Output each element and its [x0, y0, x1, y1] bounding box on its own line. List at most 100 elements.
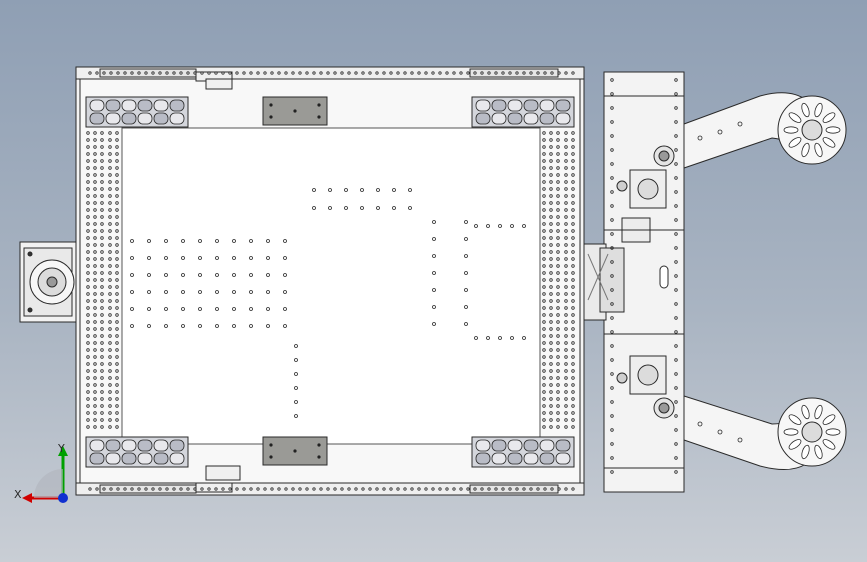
mounting-hole: [571, 404, 575, 408]
mounting-hole: [86, 320, 90, 324]
mounting-hole: [88, 487, 92, 491]
mounting-hole: [515, 71, 519, 75]
mounting-hole: [344, 206, 348, 210]
plate-bolt: [293, 449, 297, 453]
mounting-hole: [382, 487, 386, 491]
roller: [169, 112, 185, 125]
mounting-hole: [108, 278, 112, 282]
mounting-hole: [266, 239, 270, 243]
mounting-hole: [86, 285, 90, 289]
mounting-hole: [498, 224, 502, 228]
roller: [491, 112, 507, 125]
mounting-hole: [93, 264, 97, 268]
roller: [121, 452, 137, 465]
mounting-hole: [115, 138, 119, 142]
roller: [153, 439, 169, 452]
mounting-hole: [266, 290, 270, 294]
mounting-hole: [115, 152, 119, 156]
mounting-hole: [550, 71, 554, 75]
roller: [491, 452, 507, 465]
mounting-hole: [242, 487, 246, 491]
mounting-hole: [249, 290, 253, 294]
mounting-hole: [130, 239, 134, 243]
mounting-hole: [557, 487, 561, 491]
mounting-hole: [109, 487, 113, 491]
mounting-hole: [100, 236, 104, 240]
mounting-hole: [556, 138, 560, 142]
roller: [507, 112, 523, 125]
mounting-hole: [93, 187, 97, 191]
mounting-hole: [88, 71, 92, 75]
roller: [491, 439, 507, 452]
mounting-hole: [529, 71, 533, 75]
mounting-hole: [86, 306, 90, 310]
mounting-hole: [556, 215, 560, 219]
mounting-hole: [86, 173, 90, 177]
mounting-hole: [571, 131, 575, 135]
mounting-hole: [549, 138, 553, 142]
mounting-hole: [549, 285, 553, 289]
mounting-hole: [86, 166, 90, 170]
mounting-hole: [115, 418, 119, 422]
mounting-hole: [610, 120, 614, 124]
mounting-hole: [542, 320, 546, 324]
mounting-hole: [549, 348, 553, 352]
mounting-hole: [108, 425, 112, 429]
mounting-hole: [86, 271, 90, 275]
mounting-hole: [674, 232, 678, 236]
mounting-hole: [93, 362, 97, 366]
plate-bolt: [269, 115, 273, 119]
mounting-hole: [674, 302, 678, 306]
mounting-hole: [556, 194, 560, 198]
triad-plane: [34, 469, 63, 498]
mounting-hole: [108, 362, 112, 366]
mounting-hole: [556, 187, 560, 191]
mounting-hole: [130, 307, 134, 311]
mounting-hole: [100, 215, 104, 219]
roller: [523, 439, 539, 452]
mounting-hole: [610, 232, 614, 236]
mounting-hole: [147, 239, 151, 243]
roller: [523, 112, 539, 125]
mounting-hole: [93, 180, 97, 184]
mounting-hole: [151, 487, 155, 491]
mounting-hole: [93, 145, 97, 149]
mounting-hole: [542, 138, 546, 142]
mounting-hole: [193, 487, 197, 491]
mounting-hole: [501, 487, 505, 491]
mounting-hole: [147, 256, 151, 260]
mounting-hole: [564, 257, 568, 261]
mounting-hole: [674, 442, 678, 446]
mounting-hole: [164, 273, 168, 277]
mounting-hole: [549, 306, 553, 310]
mounting-hole: [86, 390, 90, 394]
mounting-hole: [564, 418, 568, 422]
mounting-hole: [102, 487, 106, 491]
wheel-spoke: [783, 428, 799, 436]
plate-bolt: [269, 103, 273, 107]
mounting-hole: [93, 327, 97, 331]
mounting-hole: [432, 254, 436, 258]
mounting-hole: [564, 355, 568, 359]
mounting-hole: [108, 222, 112, 226]
mounting-hole: [93, 320, 97, 324]
mounting-hole: [214, 71, 218, 75]
mounting-hole: [464, 305, 468, 309]
mounting-hole: [100, 341, 104, 345]
mounting-hole: [564, 215, 568, 219]
mounting-hole: [283, 324, 287, 328]
mounting-hole: [100, 271, 104, 275]
mounting-hole: [564, 487, 568, 491]
mounting-hole: [571, 320, 575, 324]
mounting-hole: [549, 334, 553, 338]
mounting-hole: [93, 278, 97, 282]
mounting-hole: [564, 390, 568, 394]
mounting-hole: [542, 264, 546, 268]
mounting-hole: [181, 307, 185, 311]
mounting-hole: [417, 71, 421, 75]
mounting-hole: [542, 229, 546, 233]
mounting-hole: [165, 71, 169, 75]
mounting-hole: [376, 188, 380, 192]
mounting-hole: [536, 71, 540, 75]
